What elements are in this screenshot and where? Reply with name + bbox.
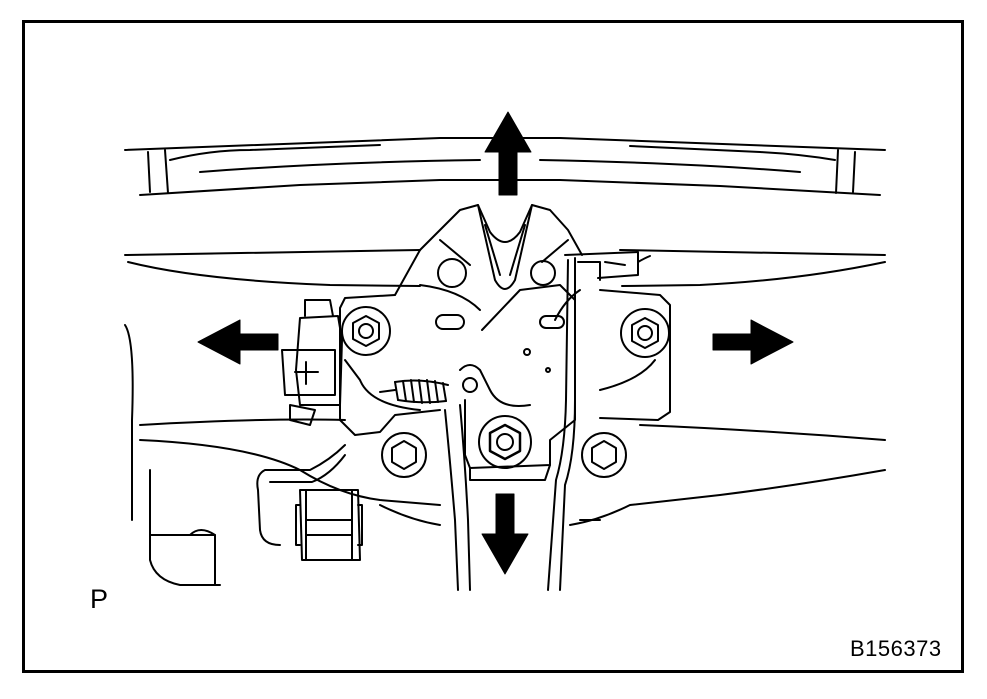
latch-lever [459, 284, 576, 481]
arrow-up [484, 111, 532, 196]
upper-support-panel [124, 137, 886, 196]
bolt-right-lower [581, 432, 627, 478]
bolts [341, 306, 670, 478]
arrow-left [197, 319, 279, 365]
release-cable [547, 251, 651, 591]
bolt-left-upper [341, 306, 391, 356]
left-bracket [281, 299, 343, 426]
figure-number: B156373 [850, 636, 942, 661]
arrow-right [712, 319, 794, 365]
bolt-center-nut [478, 415, 532, 469]
middle-support-panel [124, 249, 886, 287]
hood-lock-body [339, 204, 671, 436]
view-letter: P [90, 584, 109, 614]
wire-connector [295, 489, 363, 561]
latch-spring [379, 379, 449, 404]
diagram-frame [22, 20, 964, 673]
bolt-right-upper [620, 308, 670, 358]
bolt-left-lower [381, 432, 427, 478]
cable-rod [256, 404, 471, 591]
arrow-down [481, 493, 529, 575]
direction-arrows [197, 111, 794, 575]
